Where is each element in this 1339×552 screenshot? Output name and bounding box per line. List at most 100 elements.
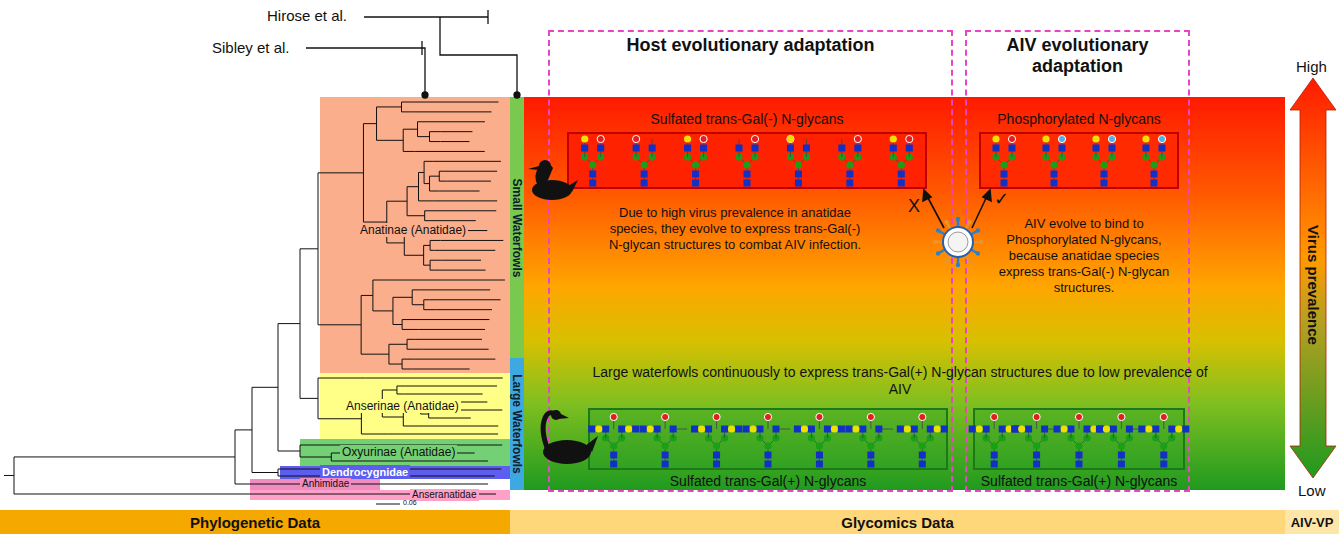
tree-branch	[382, 390, 397, 391]
node-label: Sulfated trans-Gal(+) N-glycans	[590, 473, 946, 489]
sugar-circle	[1142, 135, 1149, 142]
sugar-circle	[816, 413, 823, 420]
sugar-circle	[728, 425, 735, 432]
sugar-circle	[1008, 135, 1015, 142]
annotation-label: High	[1296, 58, 1327, 75]
glcnac-square	[1182, 426, 1189, 433]
clade-band: Anserinae (Anatidae)	[320, 373, 510, 439]
glcnac-square	[705, 426, 712, 433]
sugar-circle	[698, 425, 705, 432]
sugar-circle	[787, 135, 794, 142]
glcnac-square	[1168, 426, 1175, 433]
glcnac-square	[838, 145, 845, 152]
tree-branch	[433, 161, 501, 162]
tree-branch	[371, 461, 488, 462]
glcnac-square	[773, 426, 780, 433]
glcnac-square	[1051, 171, 1058, 178]
tree-branch	[421, 414, 429, 415]
tree-branch	[430, 260, 441, 261]
sugar-circle	[852, 425, 859, 432]
tree-branch	[373, 310, 393, 311]
tree-branch	[424, 299, 430, 300]
glcnac-square	[1152, 426, 1159, 433]
sugar-circle	[1033, 442, 1040, 449]
tree-branch	[389, 434, 499, 435]
tree-branch	[418, 319, 489, 320]
sugar-circle	[700, 135, 707, 142]
tree-branch	[418, 136, 430, 137]
glcnac-square	[816, 461, 823, 468]
node-label: Anatinae (Anatidae)	[358, 223, 468, 237]
sugar-circle	[647, 425, 654, 432]
glcnac-square	[1001, 180, 1008, 187]
node-label: AIV evolutionary adaptation	[967, 35, 1188, 77]
glcnac-square	[597, 145, 604, 152]
glcnac-square	[662, 461, 669, 468]
tree-branch	[389, 364, 402, 365]
tree-branch	[424, 245, 430, 246]
annotation-label: ✓	[994, 188, 1009, 209]
sugar-circle	[867, 413, 874, 420]
tree-branch	[389, 280, 505, 281]
glcnac-square	[808, 426, 815, 433]
node-label: Small Waterfowls	[510, 178, 524, 277]
glcnac-square	[736, 145, 743, 152]
annotation-label: AIV evolve to bind to Phosphorylated N-g…	[988, 216, 1180, 296]
annotation-label: 0.06	[403, 499, 417, 506]
tree-branch	[419, 329, 485, 330]
tree-branch	[436, 309, 492, 310]
glcnac-square	[1126, 426, 1133, 433]
glcnac-square	[744, 171, 751, 178]
tree-branch	[434, 200, 497, 201]
sugar-circle	[816, 442, 823, 449]
glcnac-square	[919, 452, 926, 459]
tree-branch	[435, 270, 486, 271]
sugar-circle	[749, 425, 756, 432]
tree-branch	[441, 141, 470, 142]
sugar-circle	[854, 135, 861, 142]
glcnac-square	[610, 461, 617, 468]
glcnac-square	[1068, 426, 1075, 433]
clade-band: Anatinae (Anatidae)	[320, 97, 510, 373]
tree-branch	[361, 354, 389, 355]
sugar-circle	[713, 413, 720, 420]
glcnac-square	[1051, 180, 1058, 187]
sugar-circle	[898, 161, 905, 168]
glcnac-square	[867, 452, 874, 459]
tree-branch	[318, 324, 361, 325]
tree-branch	[440, 240, 503, 241]
glcnac-square	[845, 426, 852, 433]
tree-branch	[430, 141, 441, 142]
node-label: Anserinae (Anatidae)	[344, 399, 461, 413]
sugar-circle	[1108, 135, 1115, 142]
glcnac-square	[795, 180, 802, 187]
tree-branch	[441, 260, 481, 261]
glycan-structures	[979, 132, 1179, 189]
tree-branch	[434, 250, 495, 251]
node-label: AIV-VP	[1285, 515, 1339, 530]
glcnac-square	[890, 145, 897, 152]
glcnac-square	[721, 426, 728, 433]
glcnac-square	[1160, 461, 1167, 468]
glcnac-square	[794, 426, 801, 433]
glycan-box: Sulfated trans-Gal(+) N-glycans	[588, 408, 948, 470]
sugar-circle	[919, 413, 926, 420]
sugar-circle	[764, 413, 771, 420]
tree-branch	[318, 172, 363, 173]
sugar-circle	[1075, 413, 1082, 420]
prevalence-arrow	[1290, 78, 1336, 478]
glcnac-square	[941, 426, 948, 433]
glcnac-square	[898, 171, 905, 178]
glcnac-square	[838, 426, 845, 433]
annotation-label: Virus prevalence	[1305, 225, 1322, 345]
tree-branch	[424, 183, 429, 184]
glcnac-square	[713, 452, 720, 459]
tree-branch	[389, 344, 407, 345]
tree-branch	[415, 359, 496, 360]
tree-branch	[412, 304, 424, 305]
glcnac-square	[649, 145, 656, 152]
glycan-structures	[588, 408, 948, 470]
tree-branch	[300, 248, 318, 249]
sugar-circle	[890, 135, 897, 142]
tree-branch	[14, 456, 235, 457]
